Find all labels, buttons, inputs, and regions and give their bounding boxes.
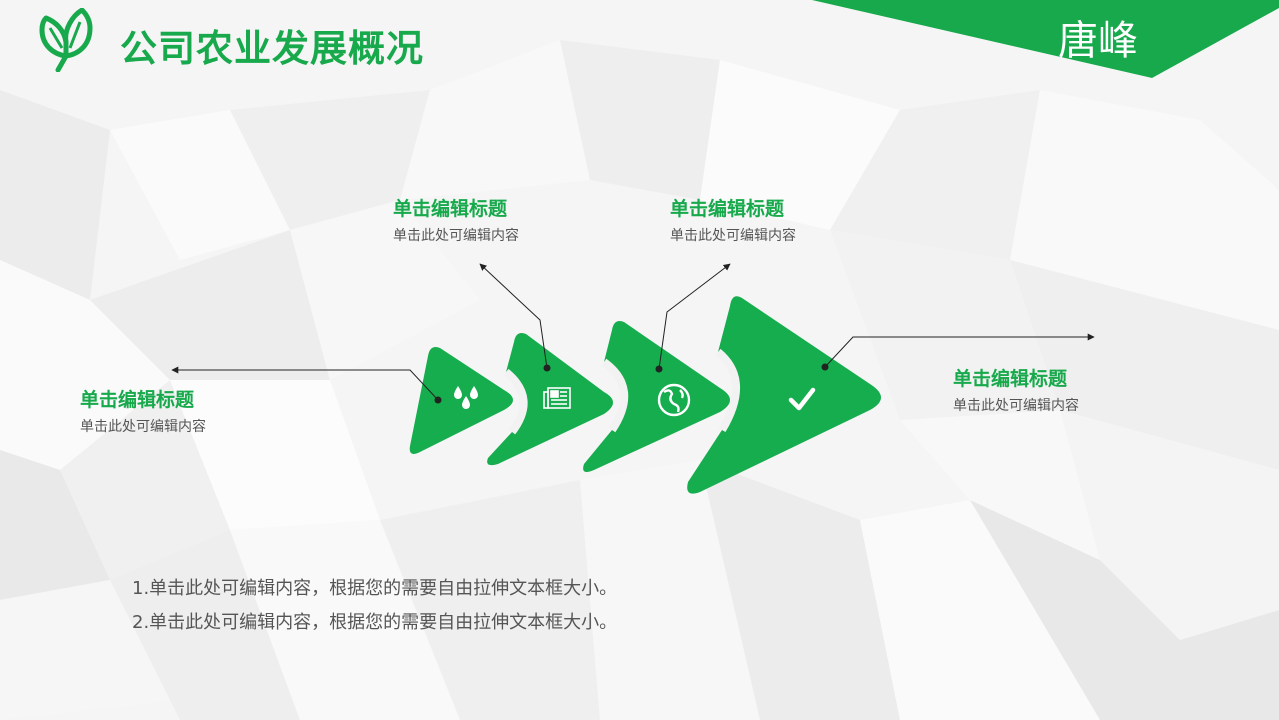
callout-step-2: 单击编辑标题 单击此处可编辑内容 bbox=[393, 194, 519, 245]
callout-title[interactable]: 单击编辑标题 bbox=[670, 198, 785, 220]
callout-desc[interactable]: 单击此处可编辑内容 bbox=[393, 228, 519, 244]
callout-desc[interactable]: 单击此处可编辑内容 bbox=[80, 419, 206, 435]
callout-desc[interactable]: 单击此处可编辑内容 bbox=[670, 228, 796, 244]
globe-icon bbox=[657, 383, 691, 417]
newspaper-icon bbox=[543, 387, 571, 409]
author-banner bbox=[812, 0, 1279, 78]
callout-step-1: 单击编辑标题 单击此处可编辑内容 bbox=[80, 385, 206, 436]
step-arrow-1 bbox=[409, 347, 513, 454]
step-arrow-4 bbox=[687, 296, 881, 494]
callout-title[interactable]: 单击编辑标题 bbox=[80, 389, 195, 411]
leaf-icon bbox=[39, 8, 93, 72]
step-arrow-3 bbox=[583, 321, 730, 472]
checkmark-icon bbox=[788, 387, 816, 411]
callout-step-4: 单击编辑标题 单击此处可编辑内容 bbox=[953, 364, 1079, 415]
callout-step-3: 单击编辑标题 单击此处可编辑内容 bbox=[670, 194, 796, 245]
page-title: 公司农业发展概况 bbox=[120, 27, 424, 70]
author-name: 唐峰 bbox=[1058, 18, 1138, 64]
step-arrow-2 bbox=[487, 333, 613, 466]
body-line-2: 2.单击此处可编辑内容，根据您的需要自由拉伸文本框大小。 bbox=[132, 612, 618, 633]
callout-title[interactable]: 单击编辑标题 bbox=[393, 198, 508, 220]
body-line-1: 1.单击此处可编辑内容，根据您的需要自由拉伸文本框大小。 bbox=[132, 578, 618, 599]
callout-desc[interactable]: 单击此处可编辑内容 bbox=[953, 398, 1079, 414]
callout-title[interactable]: 单击编辑标题 bbox=[953, 368, 1068, 390]
body-text-box[interactable]: 1.单击此处可编辑内容，根据您的需要自由拉伸文本框大小。 2.单击此处可编辑内容… bbox=[132, 572, 617, 640]
water-drops-icon bbox=[454, 386, 478, 409]
